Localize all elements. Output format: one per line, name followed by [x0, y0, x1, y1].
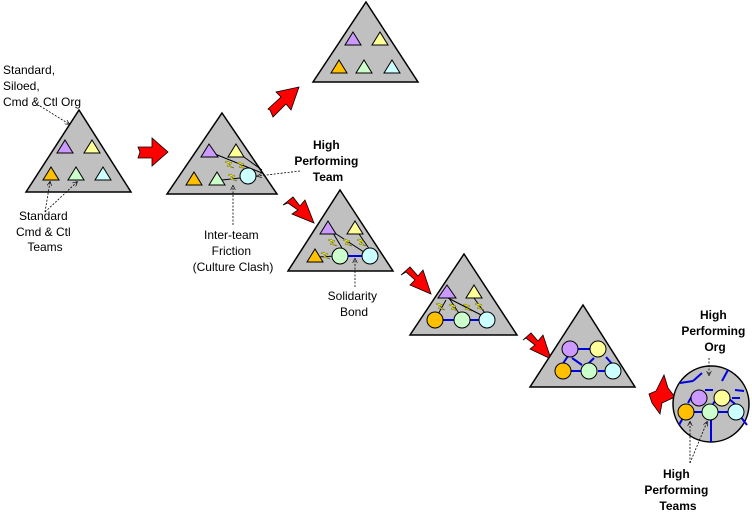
- stage-4-solidarity: [286, 188, 395, 272]
- transition-arrow: [137, 137, 169, 167]
- hp-team-yellow: [713, 389, 731, 407]
- team-orange: [306, 248, 324, 263]
- team-yellow: [465, 284, 483, 299]
- callout-hp-team-2: [689, 422, 707, 464]
- hp-team-purple: [690, 389, 708, 407]
- friction-bolt-icon: [435, 302, 446, 311]
- team-green: [208, 171, 226, 186]
- stage-2-unchanged-org: [311, 0, 420, 83]
- transition-arrow: [267, 86, 300, 118]
- friction-bolt-icon: [327, 238, 338, 247]
- hp-team-green: [580, 362, 598, 380]
- friction-bolt-icon: [474, 302, 485, 311]
- team-cyan: [383, 59, 401, 74]
- stage-7-hp-org: [672, 365, 750, 443]
- transition-arrow: [400, 266, 432, 295]
- team-cyan: [94, 166, 112, 181]
- friction-bolt-icon: [462, 303, 473, 312]
- stage-1-standard-org: [24, 108, 133, 193]
- label-standard-org: Standard, Siloed, Cmd & Ctl Org: [3, 63, 81, 109]
- team-green: [67, 166, 85, 181]
- team-orange: [42, 166, 60, 181]
- friction-bolt-icon: [448, 303, 459, 312]
- team-yellow: [83, 139, 101, 154]
- hp-team-orange: [677, 403, 695, 421]
- team-purple: [319, 220, 337, 235]
- callout-standard-team-1: [44, 182, 50, 213]
- callout-standard-org: [39, 105, 69, 124]
- stage-3-first-hp-team: [165, 111, 279, 195]
- hp-team-orange: [554, 362, 572, 380]
- friction-bolt-icon: [227, 173, 238, 182]
- friction-bolt-icon: [356, 238, 367, 247]
- team-orange: [330, 59, 348, 74]
- hp-team-cyan: [239, 167, 257, 185]
- team-green: [355, 59, 373, 74]
- team-purple: [56, 139, 74, 154]
- stage-6-all-hp-teams: [528, 303, 637, 388]
- transition-arrow: [522, 332, 552, 360]
- transition-arrow: [282, 196, 315, 224]
- team-yellow: [346, 220, 364, 235]
- hp-team-cyan: [727, 403, 745, 421]
- team-purple: [344, 31, 362, 46]
- hp-team-green: [453, 311, 471, 329]
- hp-team-green: [331, 247, 349, 265]
- hp-team-cyan: [478, 311, 496, 329]
- hp-team-green: [701, 403, 719, 421]
- friction-bolt-icon: [236, 161, 247, 170]
- label-high-performing-team: High Performing Team: [294, 138, 361, 184]
- transition-arrow: [648, 373, 676, 415]
- friction-bolt-icon: [320, 251, 331, 260]
- team-purple: [200, 143, 219, 158]
- friction-bolt-icon: [342, 238, 353, 247]
- team-orange: [185, 171, 203, 186]
- label-high-performing-org: High Performing Org: [681, 308, 748, 354]
- callout-standard-team-2: [44, 182, 77, 213]
- friction-bolt-icon: [224, 160, 235, 169]
- label-high-performing-teams: High Performing Teams: [644, 467, 711, 513]
- hp-team-yellow: [589, 340, 607, 358]
- stage-5-three-hp-teams: [408, 252, 519, 336]
- team-yellow: [371, 31, 389, 46]
- callout-hp-team: [258, 170, 301, 176]
- label-solidarity-bond: Solidarity Bond: [328, 289, 381, 319]
- label-inter-team-friction: Inter-team Friction (Culture Clash): [193, 228, 274, 274]
- hp-team-purple: [561, 340, 579, 358]
- team-purple: [437, 284, 457, 299]
- hp-team-cyan: [604, 362, 622, 380]
- label-standard-teams: Standard Cmd & Ctl Teams: [16, 209, 74, 254]
- hp-team-orange: [426, 311, 444, 329]
- hp-team-cyan: [361, 247, 379, 265]
- team-yellow: [227, 143, 245, 158]
